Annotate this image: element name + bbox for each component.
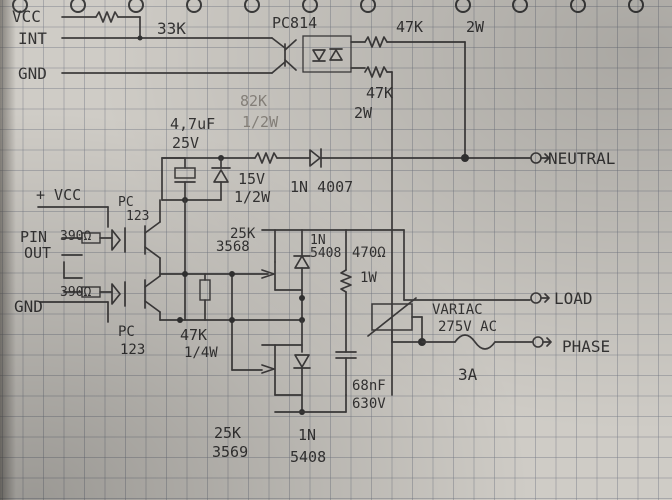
label-cap68: 68nF bbox=[352, 378, 386, 394]
label-r-33k: 33K bbox=[157, 19, 186, 38]
label-pc123-a-2: 123 bbox=[126, 209, 149, 224]
top-input-wires bbox=[61, 11, 286, 74]
label-scr-upper-2: 3568 bbox=[216, 239, 250, 255]
label-r390-a: 390Ω bbox=[60, 229, 91, 244]
label-r390-b: 390Ω bbox=[60, 285, 91, 300]
label-int: INT bbox=[18, 29, 47, 48]
junction-dot bbox=[229, 317, 235, 323]
label-pin: PIN bbox=[20, 228, 47, 246]
label-r47k-b-power: 2W bbox=[354, 104, 373, 122]
label-5408-lower-1: 1N bbox=[298, 426, 316, 444]
label-zener-value: 15V bbox=[238, 170, 265, 188]
spiral-binding bbox=[12, 0, 644, 13]
resistor-47k-2w-b bbox=[364, 66, 393, 331]
label-variac-value: 275V AC bbox=[438, 319, 497, 335]
label-fuse-3a: 3A bbox=[458, 365, 478, 384]
resistor-47k-2w-a bbox=[364, 36, 466, 48]
junction-dot bbox=[137, 35, 143, 41]
thyristor-upper bbox=[261, 229, 303, 291]
capacitor-4-7uf bbox=[161, 157, 222, 201]
label-5408-lower-2: 5408 bbox=[290, 448, 326, 466]
page-edge-shadow bbox=[0, 0, 16, 500]
output-arrows bbox=[540, 153, 552, 347]
label-cap68-voltage: 630V bbox=[352, 396, 386, 412]
label-5408-upper-2: 5408 bbox=[310, 246, 341, 261]
label-out: OUT bbox=[24, 244, 51, 262]
optocoupler-pc814 bbox=[284, 35, 366, 73]
label-r82k: 82K bbox=[240, 92, 267, 110]
snubber-network bbox=[301, 229, 542, 396]
diode-5408-lower bbox=[293, 319, 311, 413]
junction-dot bbox=[177, 317, 183, 323]
label-r47k-a-power: 2W bbox=[466, 18, 485, 36]
label-gnd2: GND bbox=[14, 297, 43, 316]
label-pc123-a-1: PC bbox=[118, 195, 134, 210]
label-r47k-b: 47K bbox=[366, 84, 393, 102]
label-plus-vcc: + VCC bbox=[36, 186, 81, 204]
label-vcc: VCC bbox=[12, 7, 41, 26]
junction-dot bbox=[229, 271, 235, 277]
label-r470: 470Ω bbox=[352, 245, 386, 261]
label-cap-voltage: 25V bbox=[172, 134, 199, 152]
label-variac: VARIAC bbox=[432, 302, 483, 318]
label-r470-power: 1W bbox=[360, 270, 377, 286]
label-zener-power: 1/2W bbox=[234, 188, 271, 206]
label-phase: PHASE bbox=[562, 337, 610, 356]
label-load: LOAD bbox=[554, 289, 593, 308]
label-scr-upper-1: 25K bbox=[230, 226, 256, 242]
label-r47k-a: 47K bbox=[396, 18, 423, 36]
label-pc814: PC814 bbox=[272, 14, 317, 32]
label-r47k-small: 47K bbox=[180, 326, 207, 344]
label-cap-value: 4,7uF bbox=[170, 115, 215, 133]
label-scr-lower-2: 3569 bbox=[212, 443, 248, 461]
thyristor-lower bbox=[261, 344, 303, 396]
label-1n4007: 1N 4007 bbox=[290, 178, 353, 196]
label-scr-lower-1: 25K bbox=[214, 424, 241, 442]
fuse-3a bbox=[421, 334, 544, 350]
junction-dot bbox=[461, 154, 469, 162]
diode-5408-upper bbox=[293, 229, 311, 321]
zener-15v bbox=[211, 157, 231, 201]
label-neutral: NEUTRAL bbox=[548, 149, 615, 168]
junction-dot bbox=[182, 271, 188, 277]
optocoupler-pc123-b bbox=[111, 275, 161, 321]
left-driver-wires bbox=[37, 206, 113, 323]
label-pc123-b-1: PC bbox=[118, 324, 135, 340]
label-5408-upper-1: 1N bbox=[310, 233, 326, 248]
label-r47k-small-power: 1/4W bbox=[184, 345, 218, 361]
label-gnd: GND bbox=[18, 64, 47, 83]
varistor-275v bbox=[367, 297, 423, 343]
labels: VCC INT GND 33K PC814 47K 2W 47K 2W 82K … bbox=[12, 7, 615, 466]
label-pc123-b-2: 123 bbox=[120, 342, 145, 358]
resistor-47k-quarter-w bbox=[199, 273, 211, 321]
optocoupler-pc123-a bbox=[111, 199, 161, 259]
junction-dot bbox=[299, 295, 305, 301]
label-r82k-power: 1/2W bbox=[242, 113, 279, 131]
